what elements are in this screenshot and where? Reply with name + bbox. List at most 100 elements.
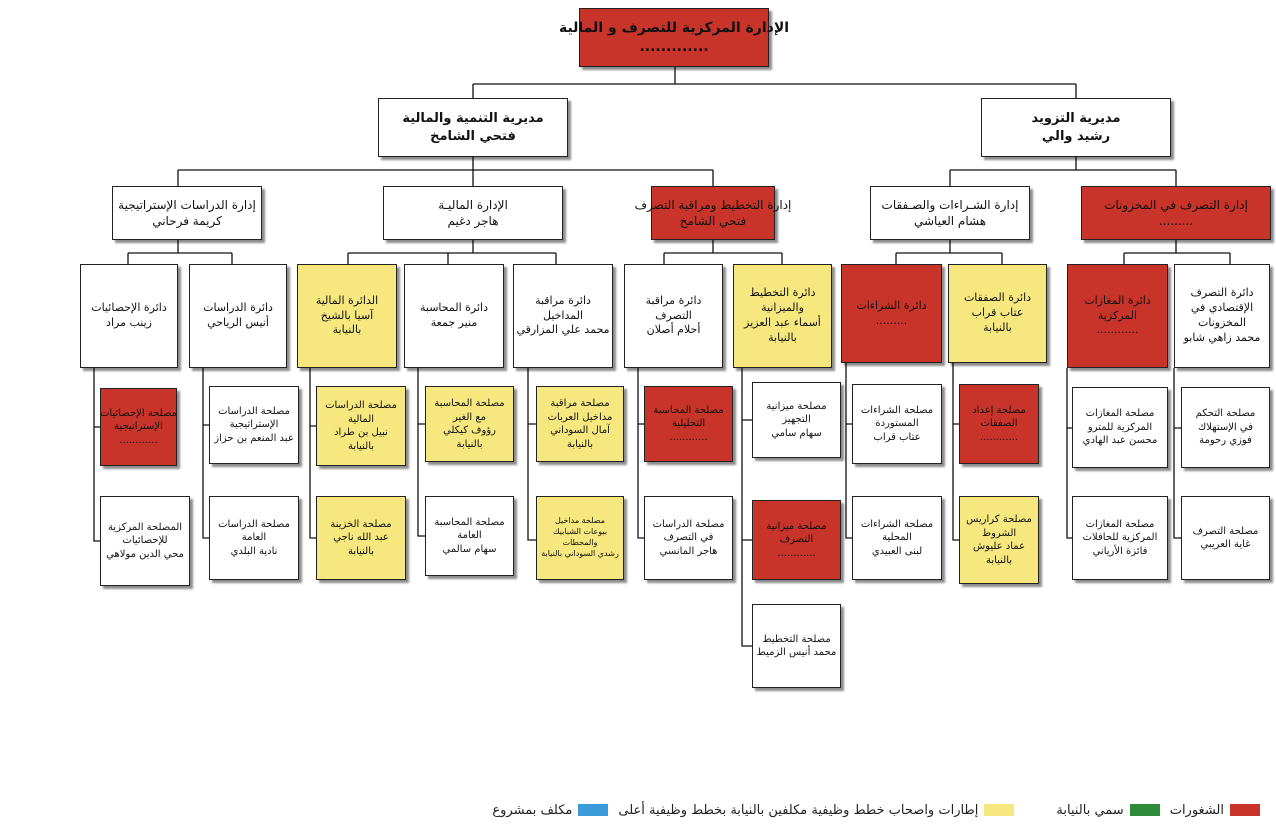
- box-holder: سهام سامي: [771, 427, 822, 439]
- circle-planning-budget-box: دائرة التخطيط والميزانية أسماء عبد العزي…: [733, 264, 832, 368]
- legend-label: مكلف بمشروع: [492, 802, 573, 818]
- box-holder: .............: [639, 38, 709, 55]
- box-line: بيوعات الشبابيك: [552, 527, 608, 537]
- box-line: المستوردة: [875, 418, 919, 430]
- box-title: الإدارة المركزية للتصرف و المالية: [558, 19, 790, 36]
- box-line: المخزونات: [1197, 316, 1247, 329]
- box-holder: كريمة فرحاني: [152, 214, 222, 228]
- box-holder: نادية البلدي: [230, 545, 278, 557]
- box-holder: هاجر المانسي: [659, 545, 718, 557]
- box-line: المالية: [347, 413, 375, 425]
- box-line: دائرة التصرف: [1190, 286, 1254, 300]
- service-metro-stores-box: مصلحة المغازات المركزية للمترو محسن عبد …: [1072, 387, 1168, 468]
- box-line: بالنيابة: [347, 545, 375, 557]
- box-line: مصلحة مراقبة: [550, 398, 610, 409]
- admin-inventory-box: إدارة التصرف في المخزونات .........: [1081, 186, 1271, 240]
- box-line: دائرة الشراءات: [856, 298, 927, 312]
- box-holder: محمد علي المزارقي: [516, 323, 610, 337]
- box-line: والمحطات: [562, 538, 598, 547]
- box-line: التجهيز: [782, 414, 811, 426]
- box-line: في الإستهلاك: [1198, 421, 1253, 433]
- box-line: دائرة التخطيط: [749, 286, 816, 300]
- box-holder: هاجر دغيم: [447, 214, 499, 228]
- box-line: بالنيابة: [768, 330, 797, 344]
- legend-item-project-assigned: مكلف بمشروع: [492, 802, 609, 818]
- box-line: العامة: [457, 530, 482, 542]
- box-line: مصلحة المحاسبة: [653, 404, 724, 416]
- box-holder: عبد الله ناجي: [333, 532, 389, 544]
- circle-studies-box: دائرة الدراسات أنيس الرياحي: [189, 264, 287, 368]
- box-line: مصلحة إعداد: [972, 404, 1026, 416]
- box-line: للإحصائيات: [122, 535, 168, 547]
- service-strategic-statistics-box: مصلحة الإحصائيات الإستراتيجية ..........…: [100, 388, 177, 466]
- box-line: بالنيابة: [983, 320, 1012, 334]
- box-line: مصلحة المغازات: [1085, 408, 1155, 420]
- box-holder: أسماء عبد العزيز: [744, 316, 821, 329]
- legend-swatch-red: [1230, 804, 1260, 816]
- box-line: دائرة مراقبة: [645, 293, 702, 307]
- service-strategic-studies-box: مصلحة الدراسات الإستراتيجية عبد المنعم ب…: [209, 386, 299, 464]
- box-title: إدارة التخطيط ومراقبة التصرف: [634, 197, 792, 212]
- directorate-supply-box: مديرية التزويد رشيد والي: [981, 98, 1171, 157]
- circle-management-control-box: دائرة مراقبة التصرف أحلام أصلان: [624, 264, 723, 368]
- box-line: مصلحة التحكم: [1195, 408, 1256, 420]
- box-line: مع الغير: [452, 411, 487, 423]
- legend-item-vacancies: الشغورات: [1170, 803, 1260, 818]
- central-administration-box: الإدارة المركزية للتصرف و المالية ......…: [559, 8, 789, 67]
- box-holder: رؤوف كيكلي: [443, 425, 496, 436]
- box-holder: زينب مراد: [106, 316, 152, 329]
- box-holder: ............: [1096, 323, 1139, 337]
- legend-swatch-blue: [578, 804, 609, 816]
- box-line: بالنيابة: [347, 440, 375, 452]
- box-line: التحليلية: [671, 418, 706, 430]
- box-line: مصلحة الشراءات: [860, 518, 934, 530]
- box-holder: عتاب قراب: [873, 431, 921, 443]
- admin-planning-box: إدارة التخطيط ومراقبة التصرف فتحي الشامخ: [635, 186, 791, 240]
- service-ticket-sales-revenue-box: مصلحة مداخيل بيوعات الشبابيك والمحطات رش…: [536, 496, 624, 580]
- box-line: مصلحة الخزينة: [330, 518, 392, 530]
- box-line: مصلحة المحاسبة: [434, 516, 505, 528]
- service-local-purchases-box: مصلحة الشراءات المحلية لبنى العبيدي: [852, 496, 942, 580]
- box-holder: ............: [979, 431, 1019, 443]
- box-holder: محمد أنيس الزميط: [756, 647, 837, 658]
- box-line: دائرة المغازات: [1084, 293, 1151, 307]
- box-line: بالنيابة: [456, 438, 483, 450]
- service-general-accounting-box: مصلحة المحاسبة العامة سهام سالمي: [425, 496, 514, 576]
- box-line: المركزية للمترو: [1087, 421, 1153, 433]
- box-title: مديرية التزويد: [1031, 110, 1121, 126]
- service-management-box: مصلحة التصرف غاية العريبي: [1181, 496, 1270, 580]
- box-line: مصلحة الدراسات: [325, 400, 397, 411]
- service-third-party-accounting-box: مصلحة المحاسبة مع الغير رؤوف كيكلي بالني…: [425, 386, 514, 462]
- circle-central-stores-box: دائرة المغازات المركزية ............: [1067, 264, 1168, 368]
- service-equipment-budget-box: مصلحة ميزانية التجهيز سهام سامي: [752, 382, 841, 458]
- box-line: مصلحة الدراسات: [218, 405, 290, 417]
- box-line: بالنيابة: [566, 438, 594, 450]
- box-holder: أنيس الرياحي: [207, 316, 269, 329]
- box-holder: رشيد والي: [1041, 128, 1111, 144]
- box-title: مديرية التنمية والمالية: [402, 110, 544, 126]
- box-line: بالنيابة: [985, 554, 1013, 566]
- box-holder: محي الدين مولاهي: [106, 548, 184, 560]
- service-specifications-box: مصلحة كراريس الشروط عماد عليوش بالنيابة: [959, 496, 1039, 584]
- box-holder: ............: [669, 431, 708, 443]
- box-title: الإدارة الماليـة: [438, 197, 508, 212]
- box-line: المصلحة المركزية: [107, 521, 183, 533]
- admin-strategic-studies-box: إدارة الدراسات الإستراتيجية كريمة فرحاني: [112, 186, 262, 240]
- box-line: مصلحة ميزانية: [766, 520, 827, 532]
- box-line: دائرة الدراسات: [203, 301, 273, 315]
- box-holder: محسن عبد الهادي: [1082, 435, 1158, 447]
- service-imported-purchases-box: مصلحة الشراءات المستوردة عتاب قراب: [852, 384, 942, 464]
- box-line: في التصرف: [663, 532, 714, 544]
- box-holder: فتحي الشامخ: [430, 128, 516, 144]
- box-line: مصلحة الإحصائيات: [100, 407, 177, 419]
- box-title: إدارة الشـراءات والصـفقات: [881, 197, 1019, 212]
- box-title: إدارة التصرف في المخزونات: [1104, 197, 1248, 212]
- box-line: مصلحة المحاسبة: [434, 398, 505, 409]
- box-holder: آسيا بالشيخ: [320, 308, 374, 322]
- box-holder: أحلام أصلان: [646, 323, 701, 337]
- circle-finance-box: الدائرة المالية آسيا بالشيخ بالنيابة: [297, 264, 397, 368]
- service-general-studies-box: مصلحة الدراسات العامة نادية البلدي: [209, 496, 299, 580]
- service-operating-budget-box: مصلحة ميزانية التصرف ............: [752, 500, 841, 580]
- legend-label: الشغورات: [1169, 802, 1224, 818]
- service-central-statistics-box: المصلحة المركزية للإحصائيات محي الدين مو…: [100, 496, 190, 586]
